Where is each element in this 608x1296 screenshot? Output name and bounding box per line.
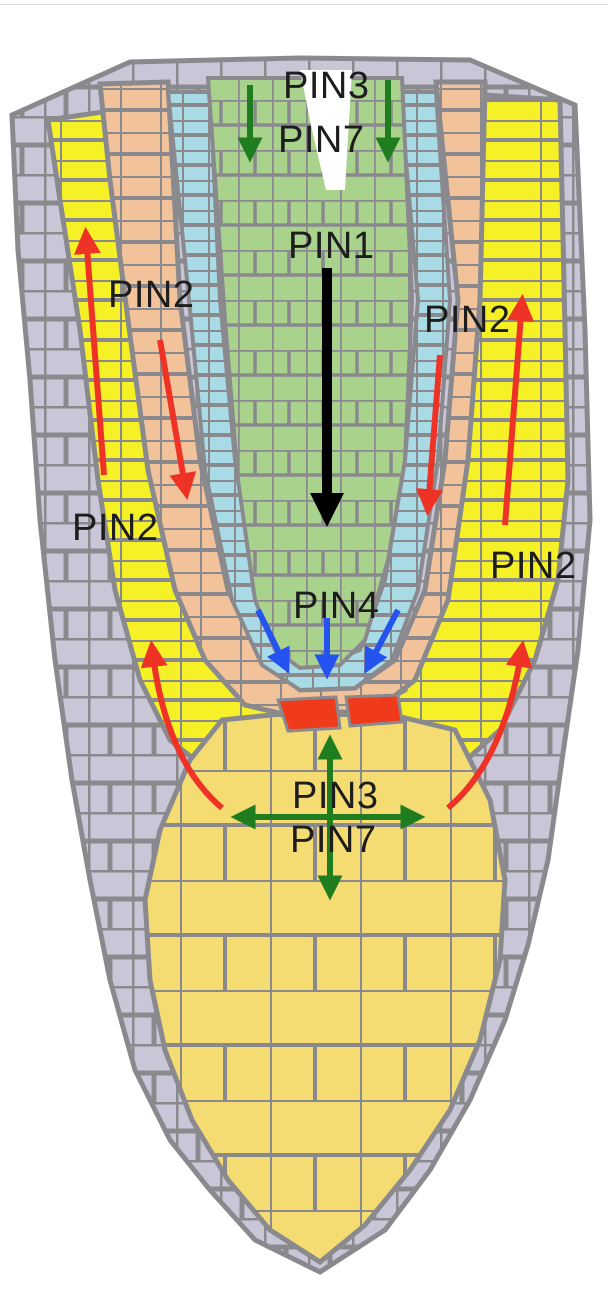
- label-pin2-upper-left: PIN2: [108, 274, 194, 316]
- label-pin2-lower-right: PIN2: [490, 545, 576, 587]
- label-pin1: PIN1: [288, 225, 374, 267]
- label-pin2-upper-right: PIN2: [424, 299, 510, 341]
- label-pin3-bottom: PIN3: [292, 775, 378, 817]
- label-pin3-top: PIN3: [283, 65, 369, 107]
- quiescent-center-left: [278, 697, 340, 731]
- label-pin7-top: PIN7: [278, 119, 364, 161]
- label-pin4: PIN4: [293, 585, 379, 627]
- label-pin7-bottom: PIN7: [290, 819, 376, 861]
- label-pin2-lower-left: PIN2: [72, 507, 158, 549]
- quiescent-center-right: [346, 695, 402, 726]
